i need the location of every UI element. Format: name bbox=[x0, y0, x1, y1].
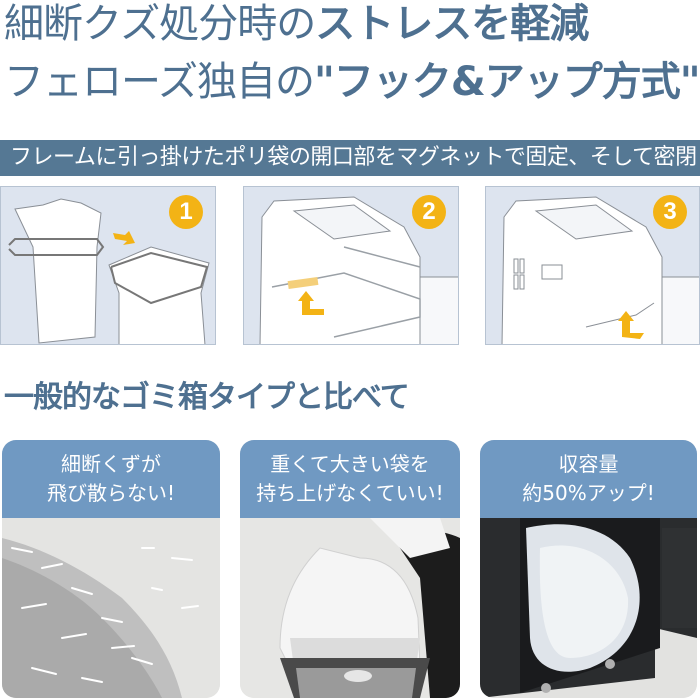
shredder-lift-illustration bbox=[501, 196, 699, 344]
headline-line-1-light: 細断クズ処分時の bbox=[4, 1, 316, 47]
step-number-badge: 2 bbox=[412, 195, 446, 229]
step-panel-1: 1 bbox=[0, 186, 216, 345]
card-caption-line-2: 持ち上げなくていい! bbox=[256, 481, 444, 505]
card-caption: 収容量 約50%アップ! bbox=[480, 440, 697, 518]
benefit-card-no-lifting: 重くて大きい袋を 持ち上げなくていい! bbox=[240, 440, 460, 698]
step-panel-3: 3 bbox=[485, 186, 700, 345]
comparison-title: 一般的なゴミ箱タイプと比べて bbox=[4, 380, 410, 415]
card-caption-line-1: 収容量 bbox=[558, 452, 619, 476]
full-bag-photo bbox=[480, 518, 697, 698]
card-caption: 重くて大きい袋を 持ち上げなくていい! bbox=[240, 440, 460, 518]
headline-line-1-bold: ストレスを軽減 bbox=[315, 1, 589, 47]
card-caption-line-1: 重くて大きい袋を bbox=[270, 452, 430, 476]
benefit-card-no-scatter: 細断くずが 飛び散らない! bbox=[2, 440, 220, 698]
scattered-shreds-photo bbox=[2, 518, 220, 698]
bag-frame-illustration bbox=[8, 198, 210, 344]
headline-line-2-light: フェローズ独自の bbox=[4, 59, 315, 105]
step-number-badge: 3 bbox=[653, 195, 687, 229]
step-panel-2: 2 bbox=[243, 186, 459, 345]
card-caption-line-1: 細断くずが bbox=[61, 452, 161, 476]
step-number-badge: 1 bbox=[169, 195, 203, 229]
shredder-hook-illustration bbox=[259, 196, 458, 344]
card-caption: 細断くずが 飛び散らない! bbox=[2, 440, 220, 518]
headline-line-1: 細断クズ処分時のストレスを軽減 bbox=[4, 0, 589, 48]
card-caption-line-2: 飛び散らない! bbox=[46, 481, 176, 505]
headline-line-2-bold: "フック&アップ方式" bbox=[314, 59, 700, 105]
person-lifting-bag-photo bbox=[240, 518, 460, 698]
benefit-card-capacity: 収容量 約50%アップ! bbox=[480, 440, 697, 698]
card-caption-line-2: 約50%アップ! bbox=[522, 481, 655, 505]
headline-line-2: フェローズ独自の"フック&アップ方式" bbox=[4, 58, 700, 106]
instruction-banner: フレームに引っ掛けたポリ袋の開口部をマグネットで固定、そして密閉 bbox=[0, 140, 700, 176]
